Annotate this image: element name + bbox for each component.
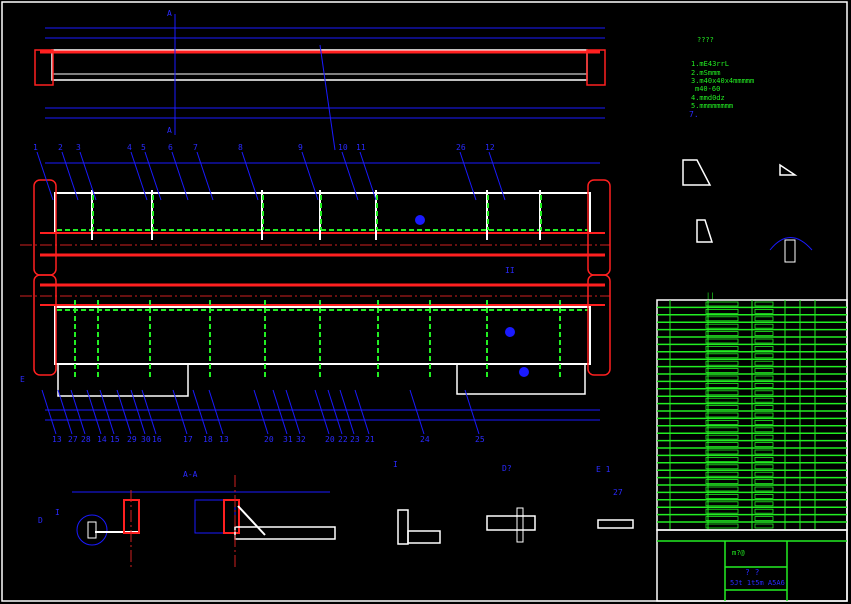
corner-details: [682, 159, 813, 263]
note-line-5: 4.mmd0dz: [691, 94, 725, 102]
note-line-2: 2.mSmmm: [691, 69, 721, 77]
part-label: 10: [338, 143, 348, 152]
note-line-1: 1.mE43rrL: [691, 60, 729, 68]
part-label: 22: [338, 435, 348, 444]
part-label: 3: [76, 143, 81, 152]
parts-list-header: ||: [706, 292, 714, 300]
part-label: 2: [58, 143, 63, 152]
part-label: 8: [238, 143, 243, 152]
part-label: 9: [298, 143, 303, 152]
part-label: 25: [475, 435, 485, 444]
part-label: 5: [141, 143, 146, 152]
part-label: 23: [350, 435, 360, 444]
part-label: 18: [203, 435, 213, 444]
view-e-title: E 1: [596, 465, 611, 474]
part-label: 1: [33, 143, 38, 152]
title-block-mark: m?@: [732, 549, 745, 557]
detail-i-title: I: [393, 460, 398, 469]
note-line-4: m40-60: [695, 85, 720, 93]
note-line-7: 7.: [689, 110, 699, 119]
part-label: 20: [325, 435, 335, 444]
part-label: 13: [52, 435, 62, 444]
top-elevation-view: A A: [34, 9, 606, 151]
technical-notes: ???? 1.mE43rrL 2.mSmmm 3.m40x40x4mmmmm m…: [689, 36, 754, 119]
notes-title: ????: [697, 36, 714, 44]
view-d-title: D?: [502, 464, 512, 473]
part-label: 14: [97, 435, 107, 444]
part-label: 16: [152, 435, 162, 444]
note-line-3: 3.m40x40x4mmmmm: [691, 77, 754, 85]
upper-girder: [54, 192, 591, 234]
section-aa-title: A-A: [183, 470, 198, 479]
part-label: 27: [68, 435, 78, 444]
lower-girder: [54, 306, 591, 365]
end-truck-right: [587, 179, 611, 276]
part-label: 26: [456, 143, 466, 152]
part-label: 29: [127, 435, 137, 444]
part-label: 32: [296, 435, 306, 444]
part-label: 17: [183, 435, 193, 444]
parts-list-table: ||: [656, 292, 848, 531]
part-label: 20: [264, 435, 274, 444]
part-label: 30: [141, 435, 151, 444]
drawing-number: 5Jt 1t5m A5A6: [730, 579, 785, 587]
section-views: D I A-A I D? E 1 27: [38, 460, 634, 570]
part-label: 15: [110, 435, 120, 444]
part-label: 11: [356, 143, 366, 152]
view-mark-e: E: [20, 375, 25, 384]
note-line-6: 5.mmmmmmmm: [691, 102, 733, 110]
section-mark-a-top: A: [167, 9, 172, 18]
part-label: 7: [193, 143, 198, 152]
part-label: 6: [168, 143, 173, 152]
detail-mark-i: I: [55, 508, 60, 517]
part-label: 13: [219, 435, 229, 444]
title-block: m?@ ? ? 5Jt 1t5m A5A6: [656, 529, 848, 602]
end-truck-left: [33, 179, 57, 276]
title-block-line1: ? ?: [745, 568, 760, 577]
detail-mark-ii: II: [505, 266, 515, 275]
part-label: 12: [485, 143, 495, 152]
part-label: 31: [283, 435, 293, 444]
section-mark-a-bottom: A: [167, 126, 172, 135]
part-label: 24: [420, 435, 430, 444]
part-label: 28: [81, 435, 91, 444]
view-mark-d: D: [38, 516, 43, 525]
view-e-callout: 27: [613, 488, 623, 497]
part-label: 4: [127, 143, 132, 152]
part-label: 21: [365, 435, 375, 444]
